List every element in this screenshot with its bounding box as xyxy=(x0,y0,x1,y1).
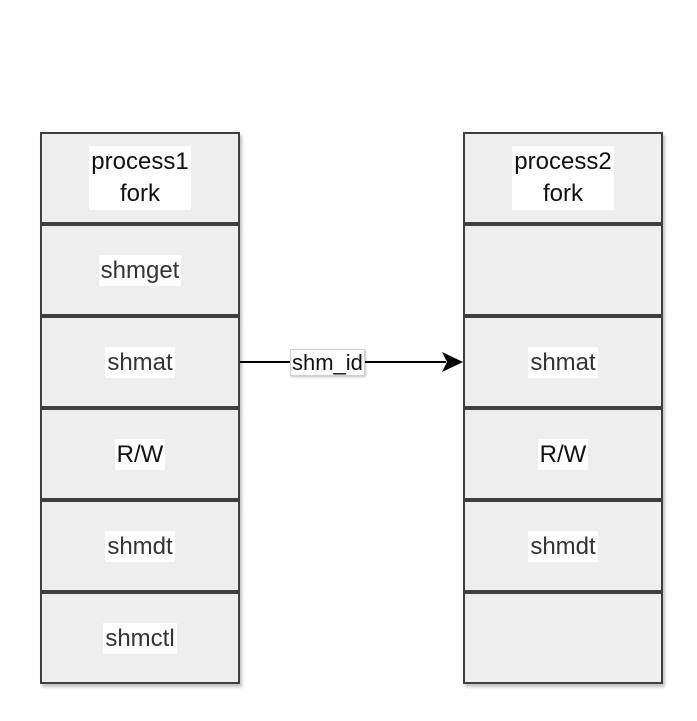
process2-step-label: R/W xyxy=(537,438,589,470)
process1-step-label: shmat xyxy=(105,346,175,378)
process1-step-label: shmdt xyxy=(105,530,175,562)
process1-step-shmat: shmat xyxy=(40,316,240,408)
process1-step-label: shmget xyxy=(98,254,182,286)
process2-step-rw: R/W xyxy=(463,408,663,500)
process2-header: process2 fork xyxy=(463,132,663,224)
arrow-head-icon xyxy=(442,352,463,372)
process2-title: process2 xyxy=(514,148,612,175)
process1-step-label: R/W xyxy=(114,438,166,470)
process2-header-label: process2 fork xyxy=(512,146,614,210)
process1-step-label: shmctl xyxy=(103,622,177,654)
process1-header-label: process1 fork xyxy=(89,146,191,210)
process1-subtitle: fork xyxy=(119,180,160,207)
process1-step-rw: R/W xyxy=(40,408,240,500)
process1-step-shmctl: shmctl xyxy=(40,592,240,684)
process1-title: process1 xyxy=(91,148,189,175)
process1-step-shmget: shmget xyxy=(40,224,240,316)
process2-step-shmdt: shmdt xyxy=(463,500,663,592)
process2-subtitle: fork xyxy=(542,180,583,207)
process2-step-label: shmdt xyxy=(528,530,598,562)
process1-header: process1 fork xyxy=(40,132,240,224)
connector-label: shm_id xyxy=(290,349,365,376)
process1-step-shmdt: shmdt xyxy=(40,500,240,592)
process2-step-empty xyxy=(463,224,663,316)
process2-step-empty xyxy=(463,592,663,684)
process2-step-label: shmat xyxy=(528,346,598,378)
process2-step-shmat: shmat xyxy=(463,316,663,408)
